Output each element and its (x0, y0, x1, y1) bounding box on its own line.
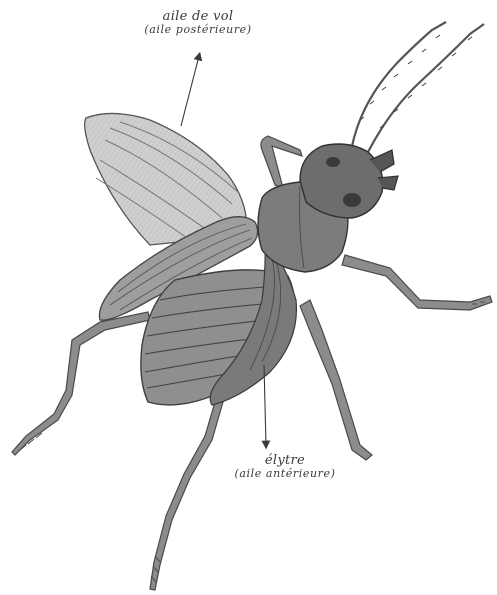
hind-wing-label-title: aile de vol (118, 10, 278, 24)
hind-wing-pointer-arrow (181, 56, 199, 126)
elytra-pointer-arrow (264, 365, 266, 445)
hind-wing-label-subtitle: (aile postérieure) (118, 24, 278, 36)
elytra-label-subtitle: (aile antérieure) (200, 468, 370, 480)
eye (343, 193, 361, 207)
elytra-label: élytre (aile antérieure) (200, 454, 370, 479)
antennae (352, 22, 484, 152)
elytra-label-title: élytre (200, 454, 370, 468)
middle-leg-left (12, 312, 150, 455)
head (300, 144, 398, 218)
middle-leg-right (300, 300, 372, 460)
antenna-right (368, 24, 484, 152)
front-leg-left (261, 136, 302, 188)
antenna-left (352, 22, 446, 146)
hind-leg-left (150, 392, 225, 590)
front-leg-right (342, 255, 492, 310)
hind-wing-label: aile de vol (aile postérieure) (118, 10, 278, 35)
